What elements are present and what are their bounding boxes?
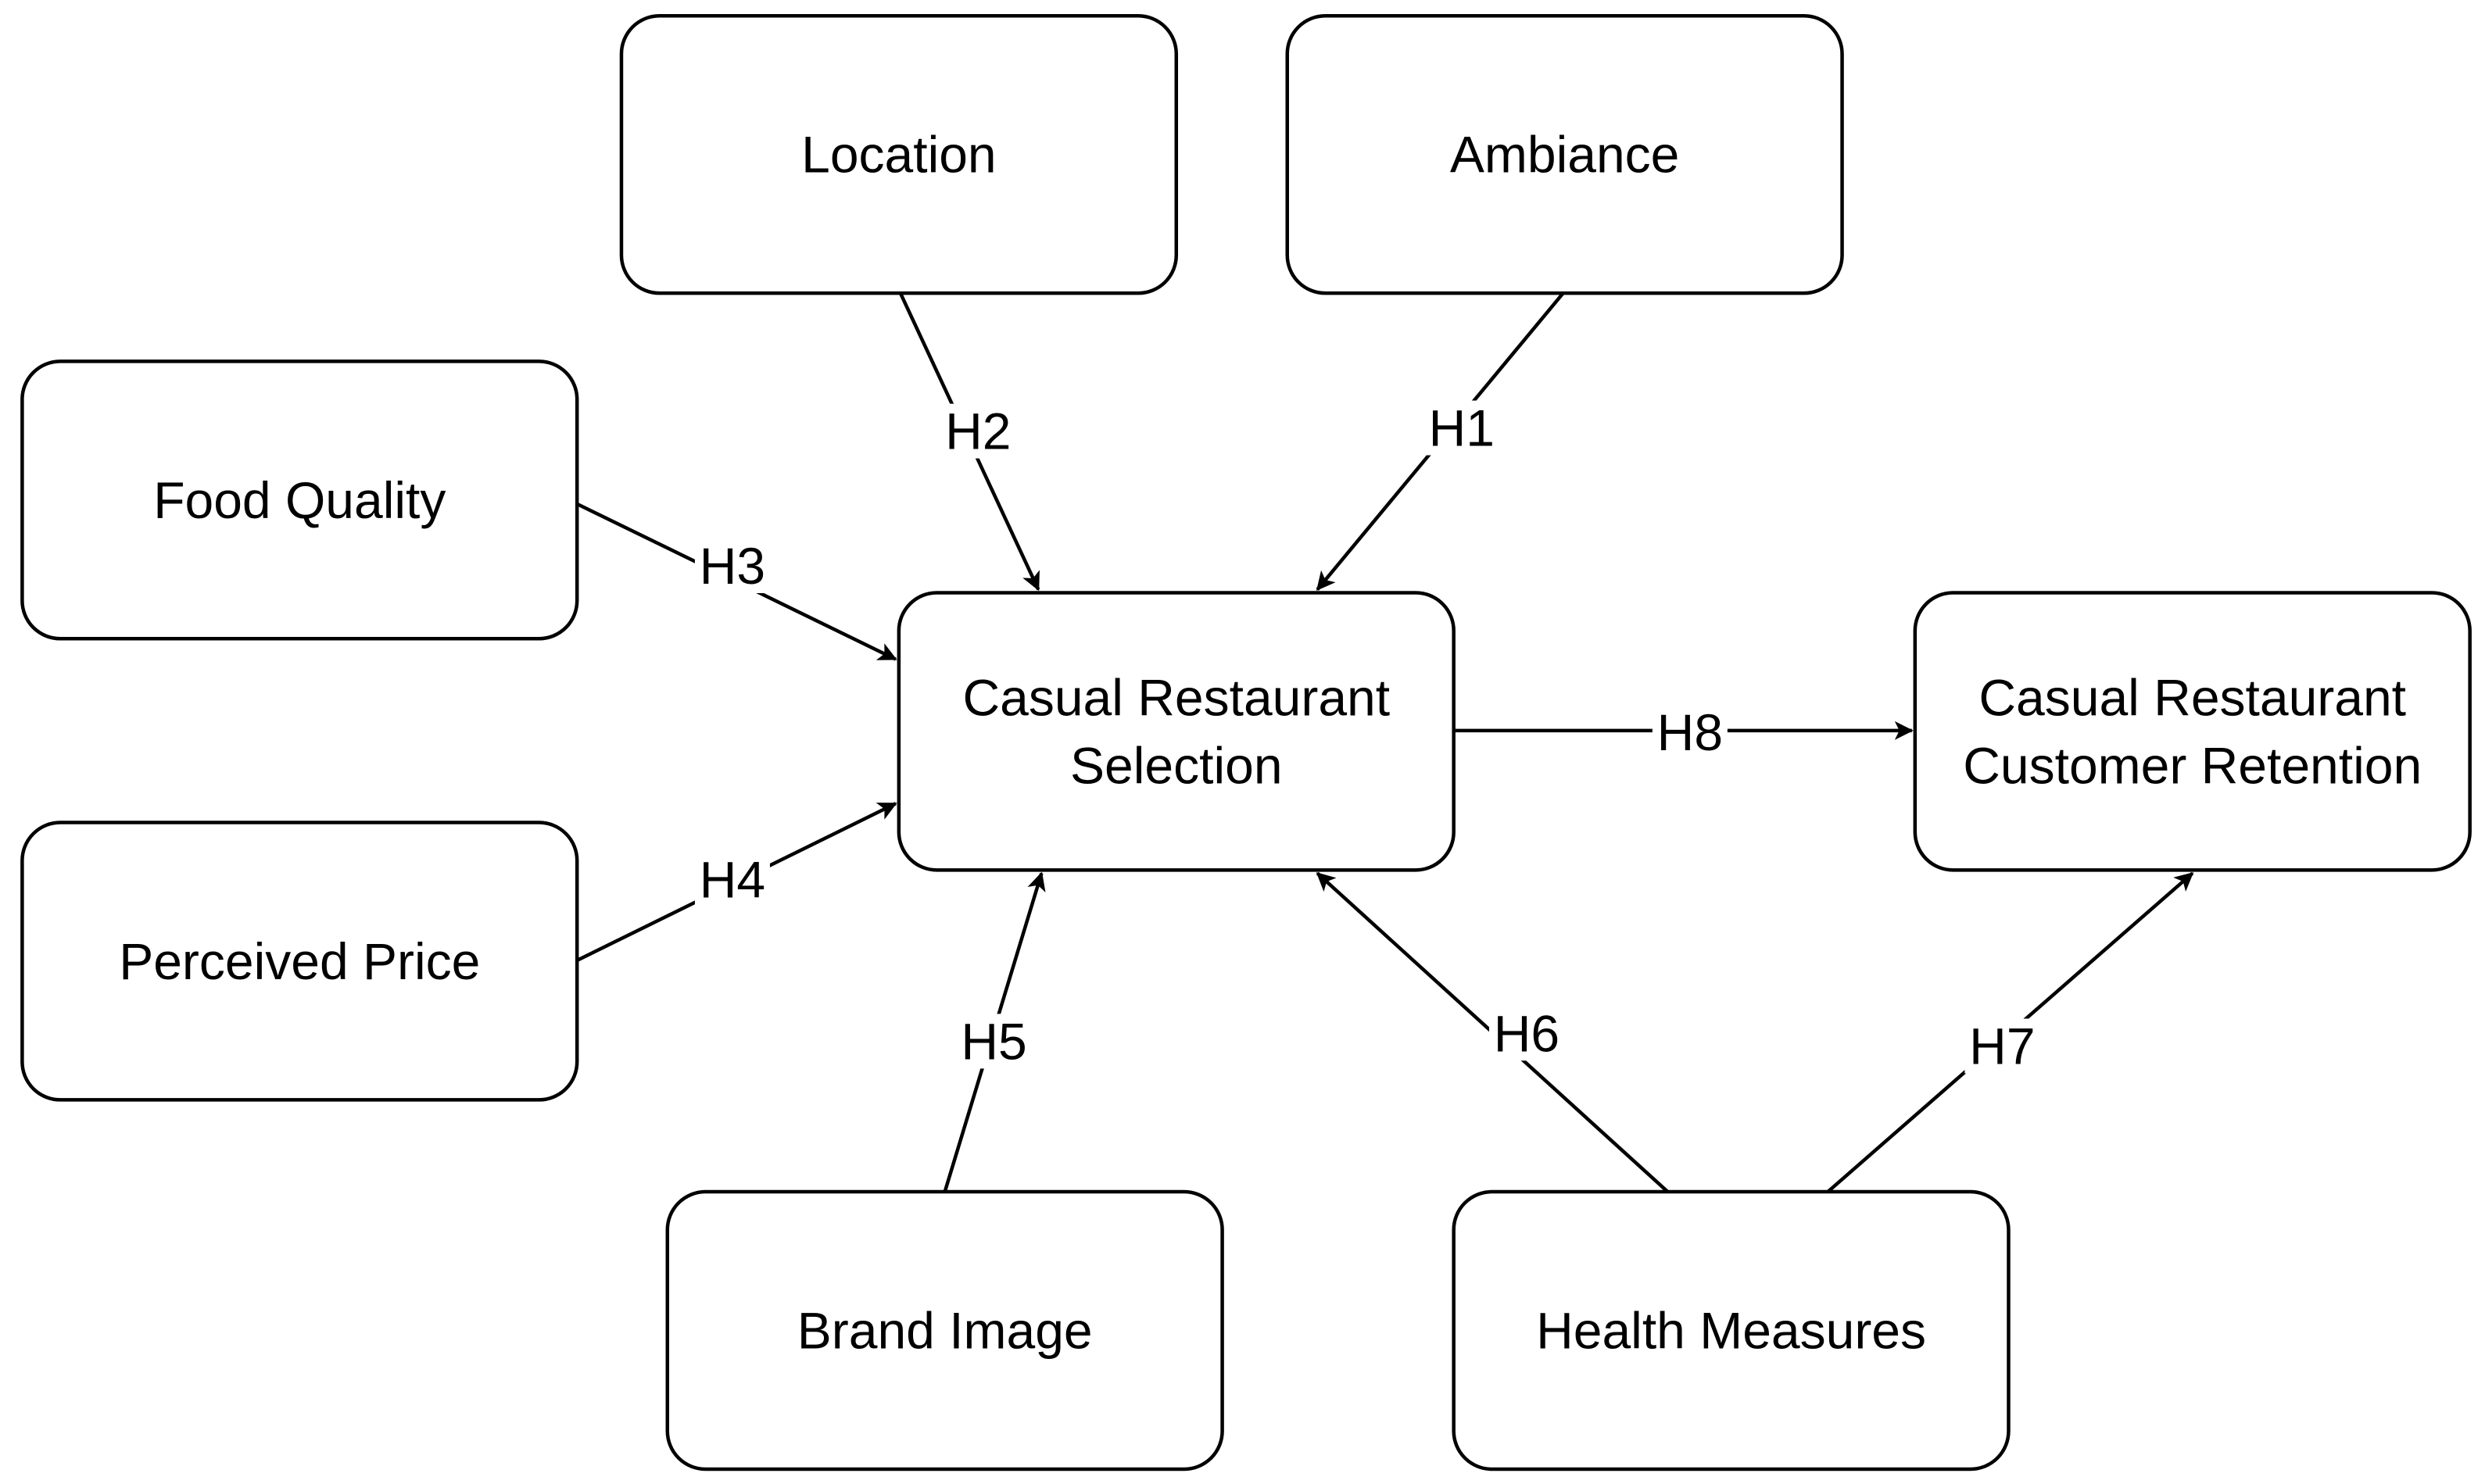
node-health-measures: Health Measures <box>1452 1189 2011 1471</box>
edge-label-h4: H4 <box>700 851 765 909</box>
node-perceived-price: Perceived Price <box>20 821 579 1102</box>
edge-label-h2: H2 <box>945 402 1011 460</box>
edge-label-bg-h5 <box>956 1014 1032 1069</box>
edge-label-bg-h2 <box>940 403 1016 459</box>
node-location: Location <box>619 14 1179 295</box>
edge-label-h1: H1 <box>1429 399 1495 457</box>
edge-label-bg-h7 <box>1964 1018 2040 1074</box>
node-label-brand-image-line-1: Brand Image <box>797 1302 1093 1360</box>
node-label-selection-line-2: Selection <box>1070 737 1283 795</box>
edge-label-bg-h8 <box>1652 704 1728 760</box>
node-food-quality: Food Quality <box>20 359 579 641</box>
edge-label-h3: H3 <box>700 537 765 595</box>
edge-label-h6: H6 <box>1494 1004 1559 1062</box>
node-box-perceived-price <box>20 821 579 1102</box>
edge-h5: H5 <box>943 871 1046 1193</box>
node-box-location <box>619 14 1179 295</box>
node-box-brand-image <box>665 1189 1224 1471</box>
edge-label-h8: H8 <box>1657 703 1723 761</box>
edge-h3: H3 <box>576 502 897 661</box>
edge-label-bg-h6 <box>1488 1006 1564 1061</box>
edge-label-bg-h4 <box>694 852 770 907</box>
edge-h4: H4 <box>576 802 897 962</box>
node-label-food-quality-line-1: Food Quality <box>153 471 446 529</box>
node-label-selection-line-1: Casual Restaurant <box>962 668 1390 726</box>
node-ambiance: Ambiance <box>1285 14 1844 295</box>
edge-h2: H2 <box>898 292 1040 592</box>
node-brand-image: Brand Image <box>665 1189 1224 1471</box>
node-label-retention-line-2: Customer Retention <box>1963 737 2422 795</box>
edge-label-bg-h1 <box>1423 400 1499 456</box>
edge-label-bg-h3 <box>694 538 770 593</box>
edge-h8: H8 <box>1453 703 1914 761</box>
node-box-food-quality <box>20 359 579 641</box>
node-box-retention <box>1913 591 2472 872</box>
edge-h6: H6 <box>1316 871 1669 1193</box>
edge-h7: H7 <box>1826 871 2194 1193</box>
node-box-ambiance <box>1285 14 1844 295</box>
edge-h1: H1 <box>1316 291 1565 591</box>
edge-label-h5: H5 <box>961 1012 1026 1070</box>
node-label-location-line-1: Location <box>801 126 997 184</box>
node-box-selection <box>897 591 1456 872</box>
node-label-ambiance-line-1: Ambiance <box>1450 126 1680 184</box>
edge-label-h7: H7 <box>1969 1017 2035 1075</box>
node-box-health-measures <box>1452 1189 2011 1471</box>
node-label-perceived-price-line-1: Perceived Price <box>119 932 480 990</box>
node-label-health-measures-line-1: Health Measures <box>1536 1302 1926 1360</box>
node-label-retention-line-1: Casual Restaurant <box>1978 668 2406 726</box>
